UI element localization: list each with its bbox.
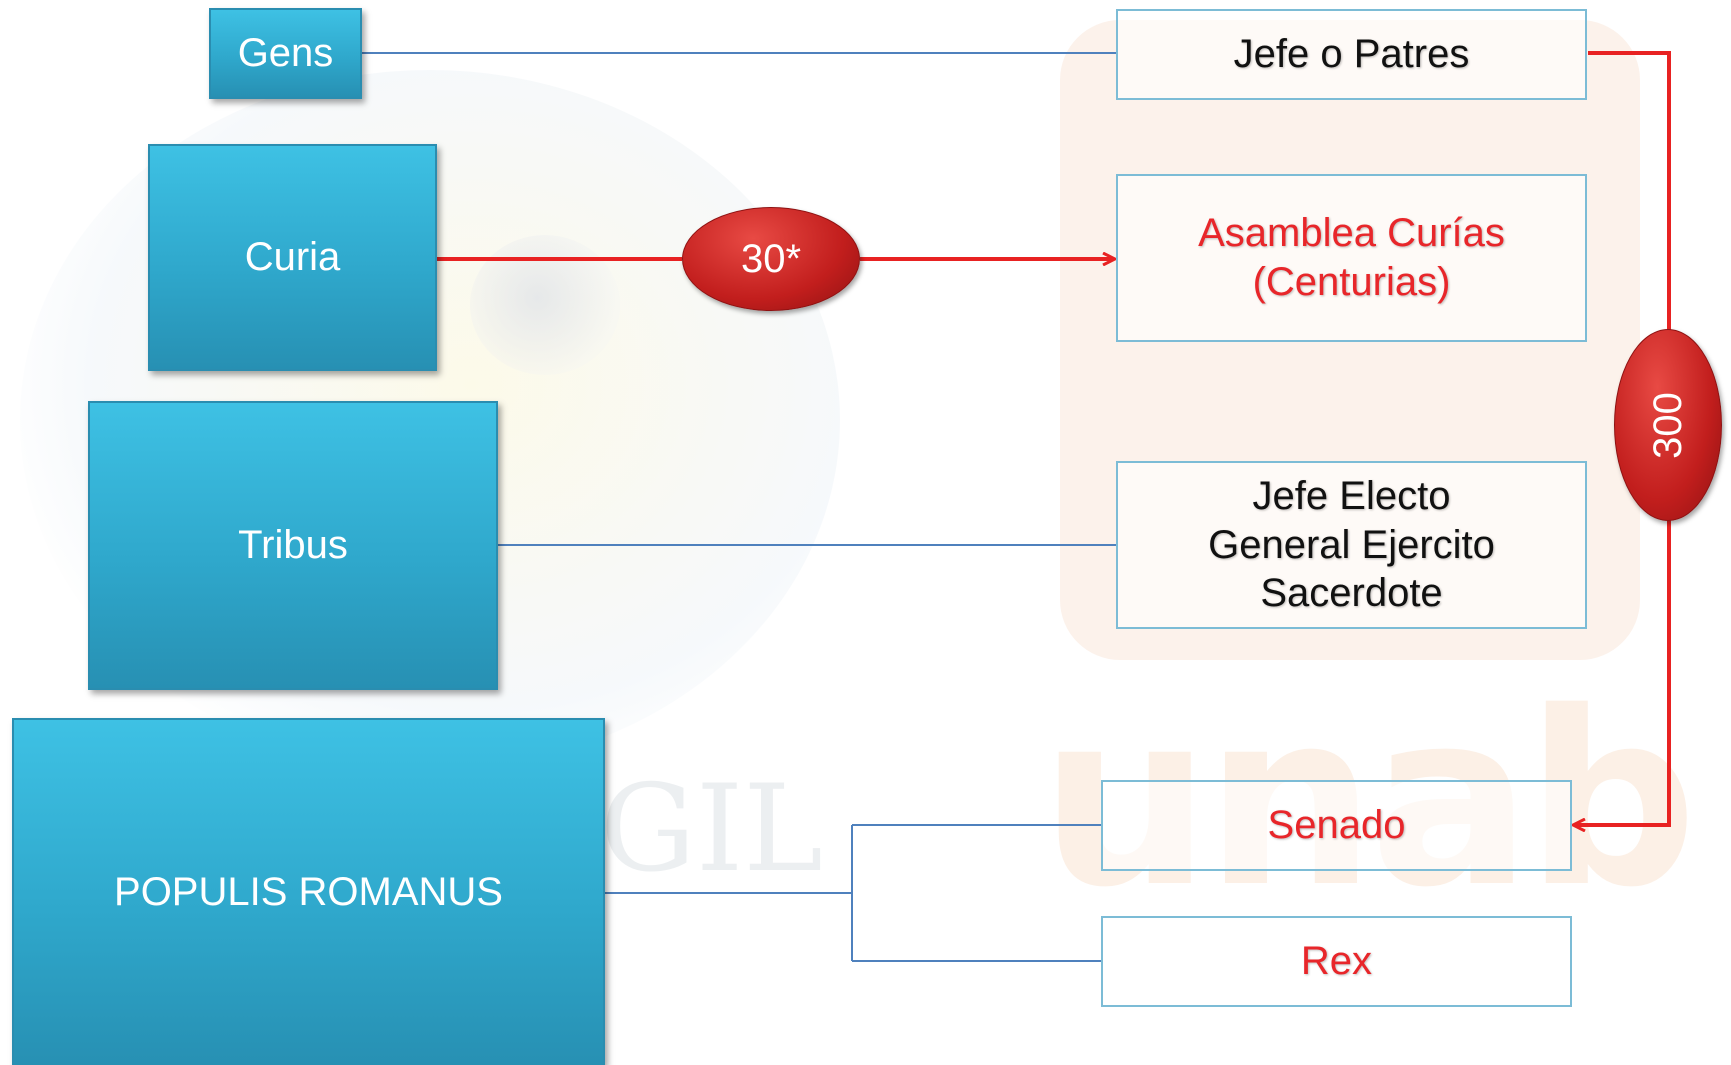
level-tribus: Tribus [88,401,498,690]
output-asamblea-line-2: (Centurias) [1252,260,1451,304]
level-gens-label: Gens [237,31,334,75]
output-asamblea-line-1: Asamblea Curías [1198,211,1505,256]
curia-count-oval: 30* [682,207,860,311]
senate-count-oval: 300 [1614,329,1722,521]
output-rex-text: Rex [1300,939,1373,984]
output-senado-text: Senado [1267,803,1406,848]
output-jefe-electo-line-2: General Ejercito [1208,522,1495,567]
level-curia: Curia [148,144,437,371]
output-jefe-electo-line-1: Jefe Electo [1252,473,1451,518]
output-rex: Rex [1101,916,1572,1007]
output-jefe-o-patres-text: Jefe o Patres [1233,32,1470,77]
level-populis-romanus: POPULIS ROMANUS [12,718,605,1065]
level-populis-label: POPULIS ROMANUS [114,870,503,914]
level-gens: Gens [209,8,362,99]
senate-count-label: 300 [1645,391,1690,459]
curia-count-label: 30* [740,236,802,281]
output-asamblea-curias: Asamblea Curías (Centurias) [1116,174,1587,342]
output-jefe-electo: Jefe Electo General Ejercito Sacerdote [1116,461,1587,629]
output-jefe-electo-line-3: Sacerdote [1260,571,1443,616]
output-senado: Senado [1101,780,1572,871]
level-tribus-label: Tribus [238,523,348,567]
output-jefe-o-patres: Jefe o Patres [1116,9,1587,100]
level-curia-label: Curia [244,235,341,279]
